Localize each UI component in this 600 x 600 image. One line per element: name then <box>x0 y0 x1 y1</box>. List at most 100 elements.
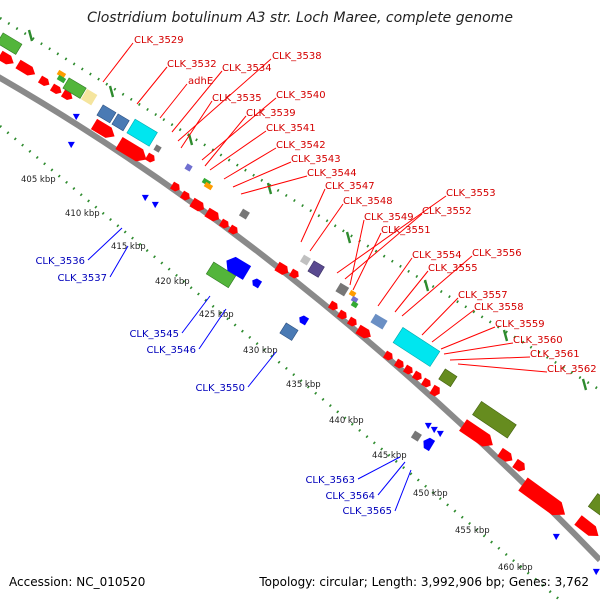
feature-yellow[interactable] <box>80 88 98 106</box>
kbp-tick-450: 450 kbp <box>413 489 448 499</box>
feature-violet-3[interactable] <box>350 295 359 304</box>
label-clk-3556: CLK_3556 <box>472 248 522 259</box>
feature-gray-2[interactable] <box>238 208 250 220</box>
label-clk-3529: CLK_3529 <box>134 35 184 46</box>
label-clk-3540: CLK_3540 <box>276 90 326 101</box>
gene-clk-3553[interactable] <box>355 324 373 341</box>
feature-steelblue-1[interactable] <box>96 104 117 124</box>
gene-clk-3529[interactable] <box>0 50 16 68</box>
gene-clk-3550[interactable] <box>279 322 299 341</box>
label-clk-3562: CLK_3562 <box>547 364 597 375</box>
feature-olive-1[interactable] <box>438 368 458 388</box>
gene-clk-3551[interactable] <box>336 309 349 321</box>
gene-rev-c[interactable] <box>551 530 560 541</box>
kbp-tick-420: 420 kbp <box>155 277 190 287</box>
gene-clk-3564[interactable] <box>420 436 436 452</box>
kbp-tick-455: 455 kbp <box>455 526 490 536</box>
gene-clk-3536[interactable] <box>140 191 149 202</box>
gene-clk-3554[interactable] <box>382 350 395 362</box>
label-clk-3532: CLK_3532 <box>167 59 217 70</box>
feature-olive-2[interactable] <box>472 400 517 439</box>
label-clk-3542: CLK_3542 <box>276 140 326 151</box>
feature-green-3[interactable] <box>62 77 87 99</box>
feature-silver-1[interactable] <box>299 254 311 266</box>
feature-gray-3[interactable] <box>335 282 350 297</box>
label-clk-3545: CLK_3545 <box>129 329 179 340</box>
feature-cyan-1[interactable] <box>126 118 158 147</box>
gene-clk-3555[interactable] <box>393 358 406 370</box>
gene-clk-3541[interactable] <box>189 197 206 214</box>
gene-clk-3559[interactable] <box>429 384 442 398</box>
gene-rev-d[interactable] <box>591 565 600 576</box>
gene-clk-3570[interactable] <box>574 515 600 540</box>
gene-clk-3546b[interactable] <box>250 277 263 289</box>
feature-green-1[interactable] <box>0 32 23 55</box>
gene-clk-3542[interactable] <box>204 207 221 224</box>
gene-clk-3532[interactable] <box>49 83 64 97</box>
gene-clk-3544[interactable] <box>227 224 240 236</box>
label-clk-3551: CLK_3551 <box>381 225 431 236</box>
label-clk-3565: CLK_3565 <box>342 506 392 517</box>
gene-clk-3549[interactable] <box>327 300 340 312</box>
label-clk-3548: CLK_3548 <box>343 196 393 207</box>
feature-orange[interactable] <box>56 69 67 79</box>
accession-text: Accession: NC_010520 <box>9 575 145 589</box>
gene-clk-3533[interactable] <box>60 89 75 103</box>
feature-green-4[interactable] <box>350 300 359 309</box>
feature-green-2[interactable] <box>56 74 67 84</box>
gene-clk-3537[interactable] <box>150 198 159 209</box>
gene-clk-3569[interactable] <box>518 477 569 522</box>
gene-clk-3530[interactable] <box>15 59 37 79</box>
gene-clk-3546[interactable] <box>222 254 252 280</box>
gene-clk-3557[interactable] <box>411 370 424 382</box>
gene-clk-3531[interactable] <box>37 75 52 89</box>
label-clk-3558: CLK_3558 <box>474 302 524 313</box>
gene-clk-3535[interactable] <box>144 152 157 164</box>
gene-clk-3543[interactable] <box>218 218 231 230</box>
gene-clk-3568[interactable] <box>512 458 528 474</box>
map-title: Clostridium botulinum A3 str. Loch Maree… <box>87 10 513 26</box>
gene-clk-3534[interactable] <box>115 136 150 165</box>
kbp-tick-445: 445 kbp <box>372 451 407 461</box>
feature-violet-2[interactable] <box>307 260 325 278</box>
feature-steelblue-3[interactable] <box>370 313 388 330</box>
reverse-leader-lines <box>87 227 412 512</box>
feature-gray-1[interactable] <box>153 144 162 153</box>
gene-clk-3550b[interactable] <box>297 314 310 326</box>
gene-clk-3540[interactable] <box>179 190 192 202</box>
label-clk-3543: CLK_3543 <box>291 154 341 165</box>
label-clk-3555: CLK_3555 <box>428 263 478 274</box>
label-clk-3561: CLK_3561 <box>530 349 580 360</box>
gene-clk-3567[interactable] <box>497 447 515 465</box>
upper-tick-ring <box>0 16 600 392</box>
gene-clk-3565a[interactable] <box>423 419 432 430</box>
label-clk-3544: CLK_3544 <box>307 168 357 179</box>
gene-clk-3548[interactable] <box>288 268 301 280</box>
label-clk-3563: CLK_3563 <box>305 475 355 486</box>
label-clk-3541: CLK_3541 <box>266 123 316 134</box>
reverse-labels: CLK_3536 CLK_3537 CLK_3545 CLK_3546 CLK_… <box>35 256 392 517</box>
feature-olive-3[interactable] <box>587 493 600 519</box>
label-clk-3550: CLK_3550 <box>195 383 245 394</box>
label-clk-3552: CLK_3552 <box>422 206 472 217</box>
gene-rev-b[interactable] <box>66 138 75 149</box>
label-clk-3557: CLK_3557 <box>458 290 508 301</box>
gene-clk-3552[interactable] <box>346 316 359 328</box>
label-clk-3564: CLK_3564 <box>325 491 375 502</box>
gene-clk-3539[interactable] <box>169 181 182 193</box>
feature-orange-small[interactable] <box>203 181 214 191</box>
feature-orange-2[interactable] <box>348 289 357 298</box>
gene-clk-3556[interactable] <box>402 364 415 376</box>
feature-violet-1[interactable] <box>184 163 193 172</box>
feature-cyan-2[interactable] <box>392 327 441 367</box>
gene-adhe[interactable] <box>90 118 118 142</box>
gene-clk-3558[interactable] <box>420 377 433 389</box>
gene-clk-3545[interactable] <box>205 261 237 289</box>
genome-backbone <box>0 74 600 563</box>
forward-labels: CLK_3529 CLK_3532 adhE CLK_3534 CLK_3538… <box>134 35 597 375</box>
kbp-axis: 405 kbp 410 kbp 415 kbp 420 kbp 425 kbp … <box>21 175 533 573</box>
gene-clk-3563[interactable] <box>410 430 422 442</box>
gene-clk-3566[interactable] <box>459 419 497 451</box>
gene-clk-3547[interactable] <box>274 261 290 277</box>
feature-steelblue-2[interactable] <box>111 113 130 132</box>
